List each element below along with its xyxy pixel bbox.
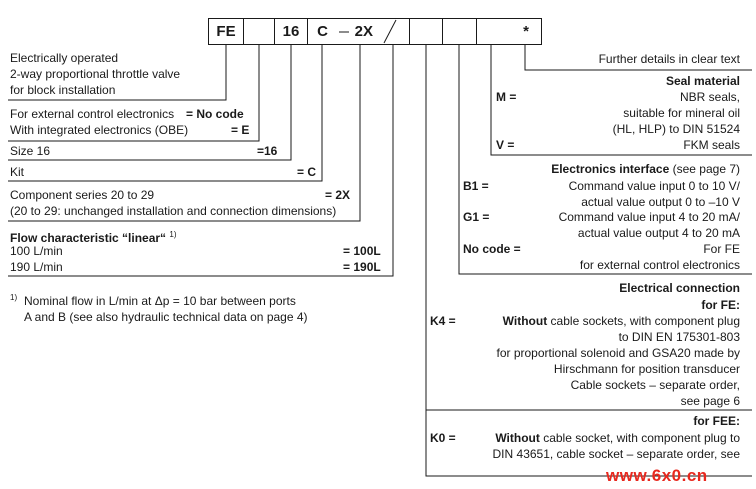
size-code: =16 xyxy=(257,144,278,158)
electrical-k4-line-1: Without cable sockets, with component pl… xyxy=(502,314,740,328)
integrated-electronics-code: = E xyxy=(231,123,250,137)
series-note: (20 to 29: unchanged installation and co… xyxy=(10,204,337,218)
seal-v-line: FKM seals xyxy=(683,138,740,152)
interface-nocode-line-2: for external control electronics xyxy=(579,258,740,272)
flow-190-code: = 190L xyxy=(343,260,381,274)
footnote-line-1: Nominal flow in L/min at Δp = 10 bar bet… xyxy=(24,294,296,308)
interface-title: Electronics interface (see page 7) xyxy=(551,162,740,176)
seal-m-line-1: NBR seals, xyxy=(679,90,740,104)
interface-nocode-line-1: For FE xyxy=(703,242,740,256)
code-box-fe: FE xyxy=(208,18,244,45)
flow-footnote-mark: 1) xyxy=(169,230,177,239)
seal-v-code: V = xyxy=(496,138,515,152)
electrical-k0-line-1: Without cable socket, with component plu… xyxy=(495,431,740,445)
flow-190-label: 190 L/min xyxy=(10,260,63,274)
interface-nocode-code: No code = xyxy=(463,242,521,256)
electrical-k4-line-2: to DIN EN 175301-803 xyxy=(618,330,740,344)
code-box-kit: C xyxy=(307,18,337,45)
interface-g1-line-2: actual value output 4 to 20 mA xyxy=(577,226,740,240)
interface-b1-line-1: Command value input 0 to 10 V/ xyxy=(568,179,740,193)
size-label: Size 16 xyxy=(10,144,51,158)
interface-b1-line-2: actual value output 0 to –10 V xyxy=(581,195,740,209)
electrical-fee-title: for FEE: xyxy=(693,414,740,428)
electrical-k4-line-4: Hirschmann for position transducer xyxy=(553,362,740,376)
series-code: = 2X xyxy=(325,188,351,202)
electrical-k4-line-5: Cable sockets – separate order, xyxy=(570,378,740,392)
external-electronics-code: = No code xyxy=(186,107,244,121)
integrated-electronics-label: With integrated electronics (OBE) xyxy=(10,123,189,137)
seal-title: Seal material xyxy=(665,74,740,88)
flow-title: Flow characteristic “linear“ 1) xyxy=(10,230,177,245)
further-details: Further details in clear text xyxy=(598,52,740,66)
electrical-fe-title: for FE: xyxy=(701,298,740,312)
code-box-electronics xyxy=(243,18,275,45)
electrical-title: Electrical connection xyxy=(619,281,740,295)
interface-g1-code: G1 = xyxy=(463,210,490,224)
electrical-k4-line-6: see page 6 xyxy=(680,394,740,408)
kit-label: Kit xyxy=(10,165,25,179)
code-box-further: * xyxy=(476,18,542,45)
valve-description-3: for block installation xyxy=(10,83,116,97)
seal-m-code: M = xyxy=(496,90,517,104)
interface-b1-code: B1 = xyxy=(463,179,489,193)
series-label: Component series 20 to 29 xyxy=(10,188,155,202)
kit-code: = C xyxy=(297,165,317,179)
valve-description-2: 2-way proportional throttle valve xyxy=(10,67,181,81)
seal-m-line-3: (HL, HLP) to DIN 51524 xyxy=(612,122,740,136)
footnote-line-2: A and B (see also hydraulic technical da… xyxy=(24,310,308,324)
seal-m-line-2: suitable for mineral oil xyxy=(623,106,740,120)
external-electronics-label: For external control electronics xyxy=(10,107,175,121)
watermark: www.6x0.cn xyxy=(606,466,708,485)
footnote-mark: 1) xyxy=(10,293,18,302)
electrical-k4-code: K4 = xyxy=(430,314,456,328)
interface-g1-line-1: Command value input 4 to 20 mA/ xyxy=(558,210,740,224)
electrical-k0-line-2: DIN 43651, cable socket – separate order… xyxy=(492,447,740,461)
valve-description-1: Electrically operated xyxy=(10,51,119,65)
electrical-k0-code: K0 = xyxy=(430,431,456,445)
flow-100-code: = 100L xyxy=(343,244,381,258)
flow-100-label: 100 L/min xyxy=(10,244,63,258)
electrical-k4-line-3: for proportional solenoid and GSA20 made… xyxy=(496,346,741,360)
